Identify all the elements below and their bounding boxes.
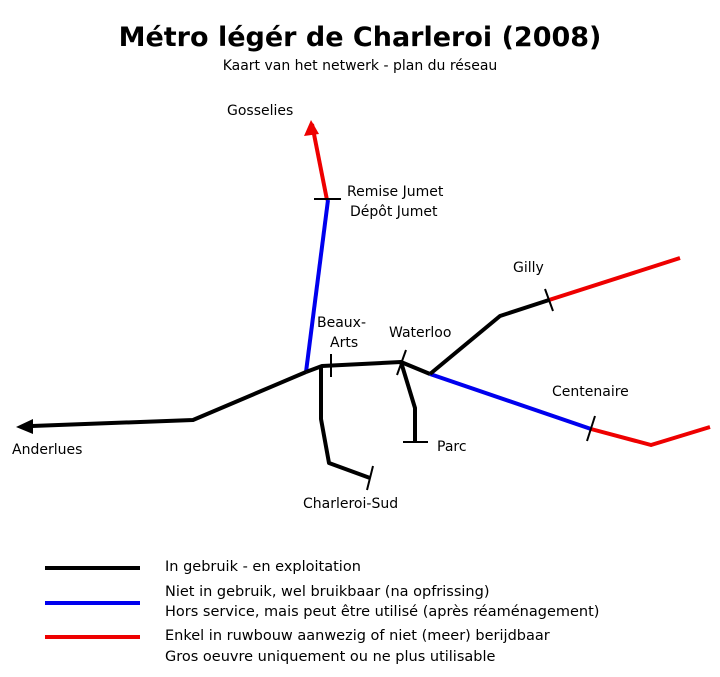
tick-charleroi-sud xyxy=(366,465,374,491)
legend-not-in-use-fr: Hors service, mais peut être utilisé (ap… xyxy=(165,604,599,620)
line-gosselies-segment xyxy=(310,123,329,201)
station-beaux-arts-line1: Beaux- xyxy=(317,315,366,331)
line-centenaire-segment xyxy=(429,372,592,431)
station-depot-jumet: Dépôt Jumet xyxy=(350,204,438,220)
legend-in-use: In gebruik - en exploitation xyxy=(165,559,361,575)
line-anderlues-segment xyxy=(31,370,307,428)
line-jumet-segment xyxy=(304,199,330,373)
tick-waterloo xyxy=(396,349,407,376)
line-central-segment xyxy=(305,360,431,376)
station-charleroi-sud: Charleroi-Sud xyxy=(303,496,398,512)
station-beaux-arts-line2: Arts xyxy=(330,335,358,351)
arrow-anderlues-icon xyxy=(16,419,33,434)
legend-not-in-use-nl: Niet in gebruik, wel bruikbaar (na opfri… xyxy=(165,584,490,600)
line-gilly-black-segment xyxy=(428,298,550,376)
legend: In gebruik - en exploitation Niet in geb… xyxy=(45,559,599,665)
page-subtitle: Kaart van het netwerk - plan du réseau xyxy=(222,58,498,74)
station-centenaire: Centenaire xyxy=(552,384,629,400)
legend-shell-nl: Enkel in ruwbouw aanwezig of niet (meer)… xyxy=(165,628,550,644)
line-centenaire-east-segment xyxy=(590,425,711,447)
line-gilly-segment xyxy=(548,256,681,302)
station-gosselies: Gosselies xyxy=(227,103,293,119)
tick-gilly xyxy=(544,288,554,312)
page-title: Métro légér de Charleroi (2008) xyxy=(118,22,602,53)
station-gilly: Gilly xyxy=(513,260,544,276)
line-charleroi-sud-segment xyxy=(319,366,371,480)
station-waterloo: Waterloo xyxy=(389,325,451,341)
tick-centenaire xyxy=(586,415,596,442)
line-parc-segment xyxy=(399,361,417,441)
station-anderlues: Anderlues xyxy=(12,442,82,458)
station-remise-jumet: Remise Jumet xyxy=(347,184,444,200)
station-parc: Parc xyxy=(437,439,467,455)
legend-shell-fr: Gros oeuvre uniquement ou ne plus utilis… xyxy=(165,649,496,665)
arrow-gosselies-icon xyxy=(304,120,319,136)
